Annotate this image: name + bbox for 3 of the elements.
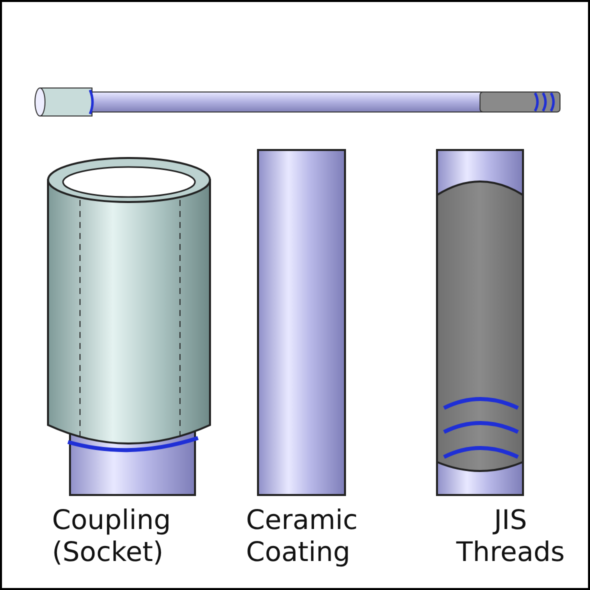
part-label: Ceramic Coating [246, 505, 359, 570]
part-label: Coupling (Socket) [52, 505, 172, 570]
part-label: JIS Threads [455, 505, 566, 570]
